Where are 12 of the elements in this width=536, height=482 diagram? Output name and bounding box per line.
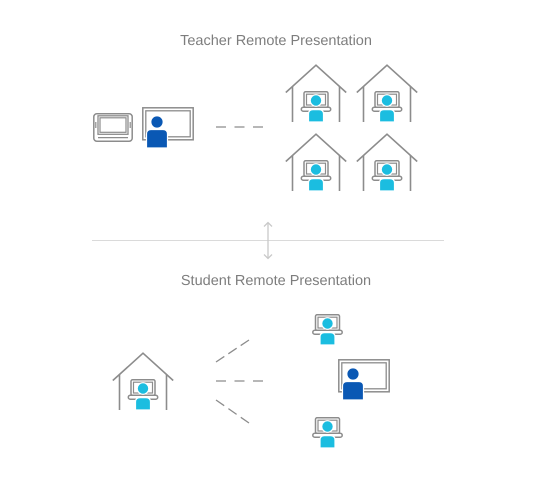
student-laptop-icon xyxy=(312,417,343,448)
house-student-icon xyxy=(356,133,418,191)
house-student-icon xyxy=(356,64,418,122)
section-title: Teacher Remote Presentation xyxy=(180,33,372,50)
tablet-icon xyxy=(93,113,133,142)
house-student-icon xyxy=(285,133,347,191)
house-student-icon xyxy=(112,352,174,410)
house-student-icon xyxy=(285,64,347,122)
teacher-whiteboard-icon xyxy=(338,359,390,400)
section-title: Student Remote Presentation xyxy=(180,273,372,290)
teacher-whiteboard-icon xyxy=(142,107,194,148)
student-laptop-icon xyxy=(312,314,343,345)
